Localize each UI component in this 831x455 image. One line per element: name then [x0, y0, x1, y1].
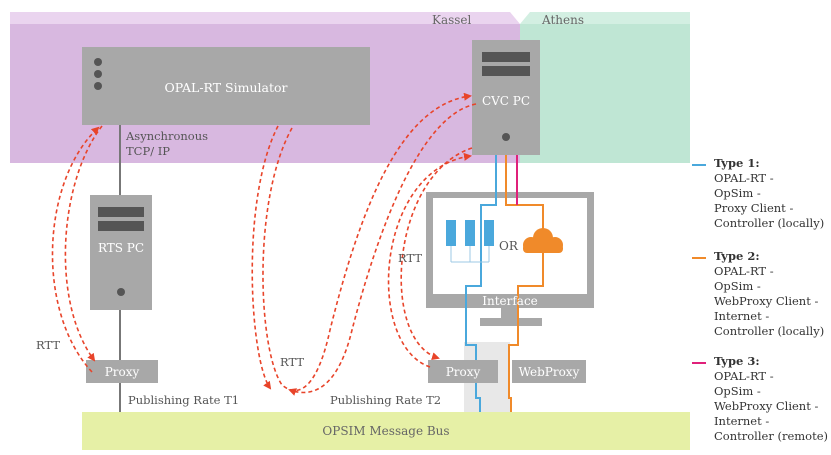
athens-region-tab	[520, 12, 690, 24]
legend-type3: Type 3: OPAL-RT - OpSim - WebProxy Clien…	[714, 354, 828, 444]
legend-type3-line-5: Controller (remote)	[714, 429, 829, 443]
legend-type2-line-1: OPAL-RT -	[714, 264, 774, 278]
legend-type2-line-5: Controller (locally)	[714, 324, 825, 338]
rts-drive-2	[98, 221, 144, 231]
rts-pc-label: RTS PC	[97, 241, 145, 255]
legend-type3-line-4: Internet -	[714, 414, 770, 428]
kassel-region-tab	[10, 12, 520, 24]
rts-power-dot	[117, 288, 125, 296]
rtt-middle-label: RTT	[280, 355, 305, 369]
cvc-drive-1	[482, 52, 530, 62]
legend-type1-title: Type 1:	[714, 156, 760, 170]
athens-region	[520, 24, 690, 163]
cvc-power-dot	[502, 133, 510, 141]
proxy-right-box	[428, 360, 498, 383]
legend-type2-line-2: OpSim -	[714, 279, 761, 293]
kassel-label: Kassel	[432, 13, 472, 27]
rtt-middle-arrow-down	[251, 125, 279, 390]
legend-type2: Type 2: OPAL-RT - OpSim - WebProxy Clien…	[714, 249, 824, 339]
legend-type1-line-3: Proxy Client -	[714, 201, 794, 215]
publishing-rate-t1-label: Publishing Rate T1	[128, 393, 240, 407]
cvc-pc-label: CVC PC	[481, 94, 531, 108]
controller-block-3	[484, 220, 494, 246]
webproxy-box	[512, 360, 586, 383]
rtt-middle-arrow-up	[262, 92, 472, 392]
legend-type1-swatch	[692, 164, 706, 166]
cvc-drive-2	[482, 66, 530, 76]
tcp-ip-label: TCP/ IP	[126, 144, 171, 158]
rtt-right-arrow-down	[400, 147, 473, 361]
legend-type1-line-4: Controller (locally)	[714, 216, 825, 230]
monitor-neck	[501, 308, 519, 318]
proxy-left-label: Proxy	[104, 365, 140, 379]
rts-drive-1	[98, 207, 144, 217]
legend-type3-swatch	[692, 362, 706, 364]
cloud-icon	[523, 228, 563, 253]
legend-type2-line-4: Internet -	[714, 309, 770, 323]
legend-type3-title: Type 3:	[714, 354, 760, 368]
legend-type2-line-3: WebProxy Client -	[714, 294, 819, 308]
rtt-left-label: RTT	[36, 338, 61, 352]
legend-type1: Type 1: OPAL-RT - OpSim - Proxy Client -…	[714, 156, 824, 231]
opal-rt-simulator-box	[82, 47, 370, 125]
simulator-dot-3	[94, 82, 102, 90]
rtt-left-arrow-down	[64, 125, 103, 362]
type1-connection-line	[465, 155, 497, 412]
monitor-stand	[480, 318, 542, 326]
message-bus-label: OPSIM Message Bus	[322, 424, 450, 438]
or-label: OR	[499, 239, 518, 253]
rtt-right-arrow-up	[387, 152, 472, 368]
rtt-right-label: RTT	[398, 251, 423, 265]
publishing-rate-t2-label: Publishing Rate T2	[330, 393, 442, 407]
proxy-left-box	[86, 360, 158, 383]
legend-type2-title: Type 2:	[714, 249, 760, 263]
asynchronous-label: Asynchronous	[126, 129, 209, 143]
rtt-middle-arrow-return	[288, 103, 477, 396]
simulator-dot-1	[94, 58, 102, 66]
interface-label: Interface	[482, 294, 538, 308]
simulator-dot-2	[94, 70, 102, 78]
webproxy-label: WebProxy	[518, 365, 580, 379]
type2-connection-line	[505, 155, 544, 412]
legend-type3-line-1: OPAL-RT -	[714, 369, 774, 383]
rtt-left-arrow-up	[51, 126, 100, 373]
legend-type3-line-2: OpSim -	[714, 384, 761, 398]
message-bus-box	[82, 412, 690, 450]
controller-block-2	[465, 220, 475, 246]
legend-type2-swatch	[692, 257, 706, 259]
legend-type1-line-2: OpSim -	[714, 186, 761, 200]
legend-type1-line-1: OPAL-RT -	[714, 171, 774, 185]
controller-block-1	[446, 220, 456, 246]
athens-label: Athens	[542, 13, 584, 27]
legend-type3-line-3: WebProxy Client -	[714, 399, 819, 413]
proxy-right-label: Proxy	[445, 365, 481, 379]
opal-rt-simulator-label: OPAL-RT Simulator	[164, 80, 288, 95]
